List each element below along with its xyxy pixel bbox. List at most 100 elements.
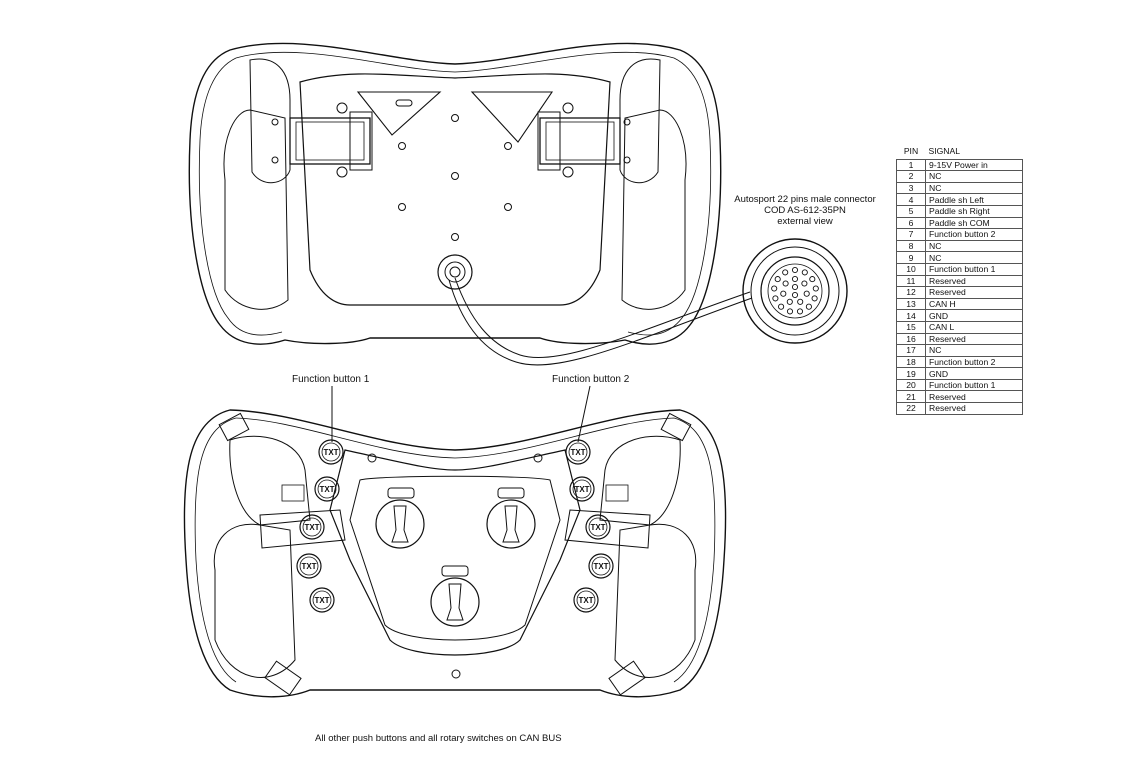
pin-signal: GND — [925, 367, 1023, 380]
pin-number: 3 — [896, 181, 926, 195]
pin-number: 4 — [896, 193, 926, 206]
push-button: TXT — [314, 476, 340, 502]
left-paddle-module — [271, 102, 373, 178]
right-paddle-module — [537, 102, 631, 178]
pin-table-header: PIN SIGNAL — [897, 146, 1023, 159]
pin-signal: 9-15V Power in — [925, 158, 1023, 172]
pin-number: 7 — [896, 228, 926, 241]
connector-pin — [774, 276, 781, 283]
button-text: TXT — [593, 562, 608, 571]
front-center-panel — [329, 449, 581, 656]
connector-pin — [771, 285, 778, 292]
pin-number: 19 — [896, 367, 926, 380]
left-grip-back — [223, 109, 289, 310]
pin-signal: Function button 2 — [925, 228, 1023, 241]
pin-number: 20 — [896, 378, 926, 392]
connector-cable — [454, 277, 751, 359]
pin-signal: Paddle sh Left — [925, 193, 1023, 206]
function-button-1-label: Function button 1 — [292, 374, 370, 385]
wheel-back-view — [188, 42, 753, 366]
pin-number: 8 — [896, 239, 926, 253]
connector-pin — [786, 298, 793, 305]
pin-signal: Function button 1 — [925, 262, 1023, 276]
connector-pin — [809, 276, 816, 283]
button-text: TXT — [314, 596, 329, 605]
rotary-switch-left — [375, 487, 425, 549]
rotary-switch-bottom — [430, 565, 480, 627]
connector-caption-line1: Autosport 22 pins male connector — [734, 194, 876, 205]
left-grip-front — [213, 523, 296, 678]
connector-pin — [796, 308, 804, 315]
pin-number: 1 — [896, 158, 926, 172]
wheel-front-view — [183, 385, 727, 698]
pin-signal: Reserved — [925, 402, 1023, 415]
connector-caption: Autosport 22 pins male connector COD AS-… — [730, 194, 880, 227]
function-button-2-label: Function button 2 — [552, 374, 630, 385]
pin-number: 11 — [896, 274, 926, 288]
pin-signal: Function button 2 — [925, 355, 1023, 369]
pin-number: 12 — [896, 286, 926, 299]
connector-pin — [801, 280, 808, 287]
button-text: TXT — [304, 523, 319, 532]
connector-pin — [812, 285, 819, 292]
push-button: TXT — [585, 514, 611, 540]
connector-pin — [780, 290, 787, 297]
pin-signal: Reserved — [925, 390, 1023, 404]
connector-pin — [811, 295, 818, 302]
function-button-2-leader — [577, 385, 591, 443]
autosport-connector — [742, 238, 848, 344]
connector-caption-line2: COD AS-612-35PN — [764, 205, 846, 216]
push-button: TXT — [573, 587, 599, 613]
wheel-back-outline — [188, 42, 722, 345]
cable-gland — [437, 254, 473, 290]
pin-number: 15 — [896, 320, 926, 334]
connector-pin — [797, 298, 804, 305]
push-button: TXT — [569, 476, 595, 502]
pin-number: 13 — [896, 297, 926, 311]
right-grip-back — [621, 109, 687, 310]
pin-number: 16 — [896, 332, 926, 346]
push-button: TXT — [309, 587, 335, 613]
button-text: TXT — [574, 485, 589, 494]
pin-signal: NC — [925, 344, 1023, 357]
connector-pin — [791, 291, 799, 299]
button-text: TXT — [570, 448, 585, 457]
pin-signal: Function button 1 — [925, 378, 1023, 392]
pin-signal: Reserved — [925, 332, 1023, 346]
connector-pin — [791, 266, 799, 274]
connector-pin — [791, 275, 799, 283]
push-button: TXT — [296, 553, 322, 579]
pin-signal: Reserved — [925, 274, 1023, 288]
connector-pin — [772, 295, 779, 302]
button-text: TXT — [590, 523, 605, 532]
pin-signal: Paddle sh COM — [925, 216, 1023, 230]
pin-number: 2 — [896, 170, 926, 183]
pin-signal: CAN H — [925, 297, 1023, 311]
connector-pin — [782, 280, 789, 287]
connector-pin — [801, 269, 808, 276]
rotary-switch-right — [486, 487, 536, 549]
wheel-front-outline — [183, 409, 727, 698]
pin-number: 14 — [896, 309, 926, 322]
connector-pins — [771, 266, 819, 315]
pin-number: 6 — [896, 216, 926, 230]
pin-number: 17 — [896, 344, 926, 357]
push-button: TXT — [588, 553, 614, 579]
connector-pin — [782, 269, 789, 276]
wheel-back-outline-inner — [235, 51, 712, 336]
pin-number: 5 — [896, 204, 926, 218]
